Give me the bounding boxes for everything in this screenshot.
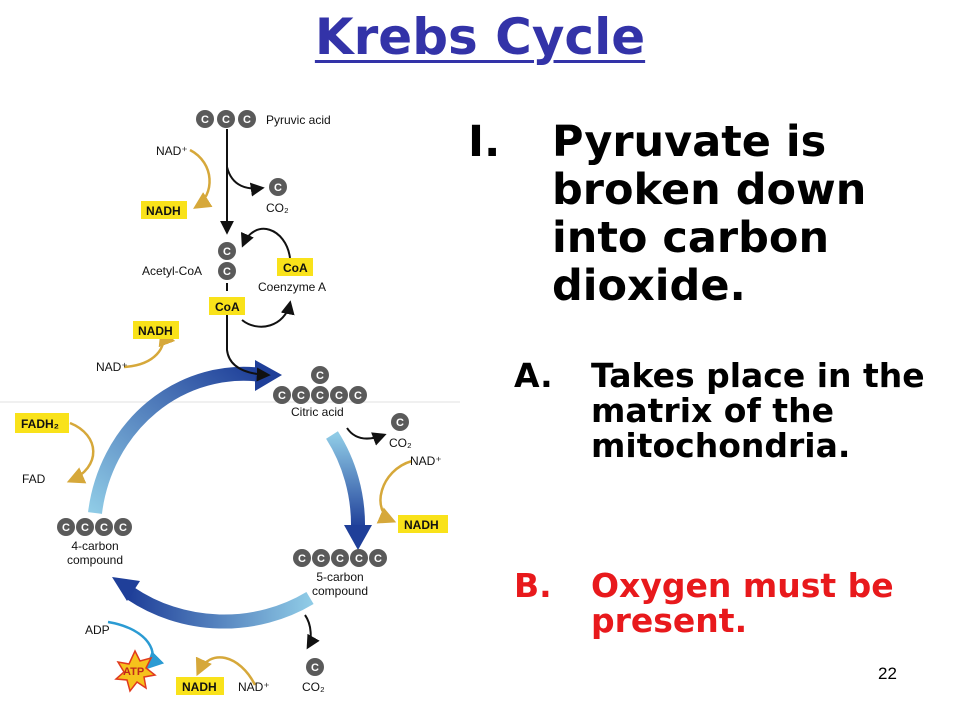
- yellow-label-boxes: [15, 201, 448, 695]
- svg-text:C: C: [223, 266, 231, 278]
- svg-text:C: C: [354, 390, 362, 402]
- label-nad-right: NAD⁺: [410, 454, 442, 468]
- label-acetyl-coa: Acetyl-CoA: [142, 264, 202, 278]
- label-co2-1: CO₂: [266, 201, 289, 215]
- cycle-arrow-bottom: [126, 587, 314, 629]
- outline-item-1-text: Pyruvate is broken down into carbon diox…: [552, 117, 867, 311]
- label-five-carbon-1: 5-carbon: [316, 570, 363, 584]
- label-five-carbon-2: compound: [312, 584, 368, 598]
- pyruvic-acid-molecule: C C C: [196, 110, 256, 128]
- label-fadh2: FADH₂: [21, 417, 59, 431]
- svg-text:C: C: [119, 522, 127, 534]
- label-co2-2: CO₂: [389, 436, 412, 450]
- atp-star-icon: [114, 649, 157, 693]
- outline-subitem-a-text: Takes place in the matrix of the mitocho…: [591, 356, 925, 465]
- label-nad-top: NAD⁺: [156, 144, 188, 158]
- outline-subitem-a-number: A.: [514, 356, 553, 395]
- label-four-carbon-1: 4-carbon: [71, 539, 118, 553]
- svg-text:C: C: [317, 553, 325, 565]
- outline-item-1-number: I.: [468, 117, 501, 167]
- label-nadh-left: NADH: [138, 324, 173, 338]
- svg-text:C: C: [336, 553, 344, 565]
- outline-subitem-b-number: B.: [514, 566, 552, 605]
- svg-text:C: C: [243, 114, 251, 126]
- label-fad: FAD: [22, 472, 46, 486]
- svg-text:C: C: [297, 390, 305, 402]
- svg-text:C: C: [223, 246, 231, 258]
- label-nadh-right: NADH: [404, 518, 439, 532]
- citric-acid-molecule: C C C C C C: [273, 366, 367, 404]
- co2-molecule-3: C: [306, 658, 324, 676]
- cycle-arrowhead-bottom: [112, 577, 140, 601]
- acetyl-coa-molecule: C C: [218, 242, 236, 280]
- svg-text:C: C: [298, 553, 306, 565]
- five-carbon-molecule: C C C C C: [293, 549, 387, 567]
- cycle-arrow-top: [88, 366, 263, 514]
- label-coa-box: CoA: [283, 261, 308, 275]
- label-co2-3: CO₂: [302, 680, 325, 694]
- svg-text:C: C: [396, 417, 404, 429]
- svg-text:C: C: [201, 114, 209, 126]
- svg-text:C: C: [278, 390, 286, 402]
- outline-subitem-b-text: Oxygen must be present.: [591, 566, 894, 640]
- svg-text:C: C: [335, 390, 343, 402]
- svg-text:C: C: [62, 522, 70, 534]
- svg-text:C: C: [316, 390, 324, 402]
- svg-text:C: C: [316, 370, 324, 382]
- svg-text:C: C: [355, 553, 363, 565]
- krebs-cycle-diagram: C C C C C C C C C C C C C C C C C C C C …: [0, 110, 460, 695]
- label-pyruvic-acid: Pyruvic acid: [266, 113, 331, 127]
- label-adp: ADP: [85, 623, 110, 637]
- cycle-arrow-right: [326, 431, 366, 529]
- label-coenzyme-a: Coenzyme A: [258, 280, 326, 294]
- cycle-arrowhead-top: [255, 360, 282, 391]
- svg-text:C: C: [311, 662, 319, 674]
- label-atp: ATP: [123, 666, 144, 678]
- four-carbon-molecule: C C C C: [57, 518, 132, 536]
- svg-text:C: C: [100, 522, 108, 534]
- slide-title: Krebs Cycle: [314, 8, 646, 66]
- co2-molecule-1: C: [269, 178, 287, 196]
- svg-text:C: C: [374, 553, 382, 565]
- svg-text:C: C: [274, 182, 282, 194]
- label-nadh-bottom: NADH: [182, 680, 217, 694]
- label-coa-box-2: CoA: [215, 300, 240, 314]
- co2-molecule-2: C: [391, 413, 409, 431]
- cycle-arrowhead-right: [344, 525, 372, 550]
- page-number: 22: [878, 664, 897, 683]
- label-nad-bottom: NAD⁺: [238, 680, 270, 694]
- label-citric-acid: Citric acid: [291, 405, 344, 419]
- main-pathway-arrows: [220, 129, 387, 650]
- redox-arrows: [66, 148, 413, 686]
- label-four-carbon-2: compound: [67, 553, 123, 567]
- label-nad-left: NAD⁺: [96, 360, 128, 374]
- label-nadh-top: NADH: [146, 204, 181, 218]
- svg-text:C: C: [222, 114, 230, 126]
- svg-text:C: C: [81, 522, 89, 534]
